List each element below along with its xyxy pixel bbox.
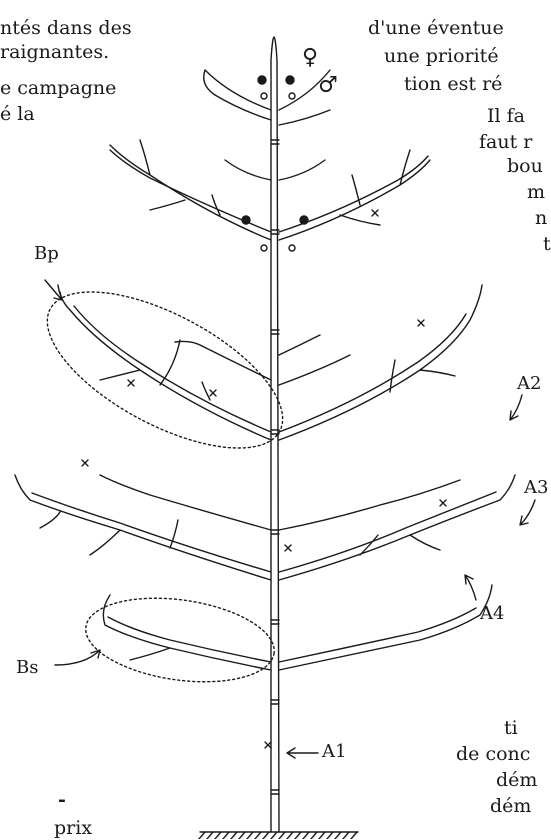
arrow-a3 [519, 499, 536, 526]
right-text-line: t [543, 233, 551, 255]
label-bs: Bs [16, 657, 39, 678]
bottom-left-line: - [58, 789, 66, 811]
right-text-line: faut r [479, 131, 533, 153]
tier-5-branches [102, 584, 493, 671]
label-a3: A3 [524, 477, 549, 498]
top-branches [203, 69, 331, 126]
flower-markers [241, 75, 309, 252]
arrow-a1 [286, 747, 319, 759]
left-text-line: é la [0, 103, 35, 125]
bottom-right-line: ti [504, 717, 518, 739]
tier-3-branches [57, 284, 483, 441]
arrow-a2 [509, 394, 523, 421]
trunk-a1 [270, 36, 280, 833]
label-a1: A1 [322, 741, 347, 762]
right-text-line: n [535, 207, 548, 229]
right-text-line: Il fa [487, 105, 525, 127]
right-text-line: tion est ré [404, 73, 503, 95]
bp-outline [46, 291, 284, 449]
bud-marks [81, 209, 447, 749]
ground-hatching [198, 831, 358, 839]
right-text-line: d'une éventue [368, 17, 504, 39]
arrow-a4 [464, 574, 477, 601]
bottom-right-line: dém [490, 795, 532, 817]
left-text-line: e campagne [0, 77, 117, 99]
right-text-line: m [527, 181, 546, 203]
bottom-right-line: dém [496, 769, 538, 791]
tier-2-branches [109, 139, 431, 241]
label-a2: A2 [517, 373, 542, 394]
bottom-left-line: prix [54, 817, 93, 839]
arrow-bp [44, 279, 63, 301]
bottom-right-line: de conc [456, 743, 531, 765]
right-text-line: bou [507, 155, 543, 177]
label-bp: Bp [34, 243, 59, 264]
label-a4: A4 [480, 603, 505, 624]
arrow-bs [54, 649, 101, 666]
left-text-line: ntés dans des [0, 17, 132, 39]
right-text-line: une priorité [384, 45, 499, 67]
left-text-line: raignantes. [0, 41, 110, 63]
label-male-symbol: ♂ [318, 73, 338, 98]
tier-4-branches [14, 474, 516, 581]
bs-outline [85, 597, 275, 683]
label-female-symbol: ♀ [302, 45, 319, 70]
